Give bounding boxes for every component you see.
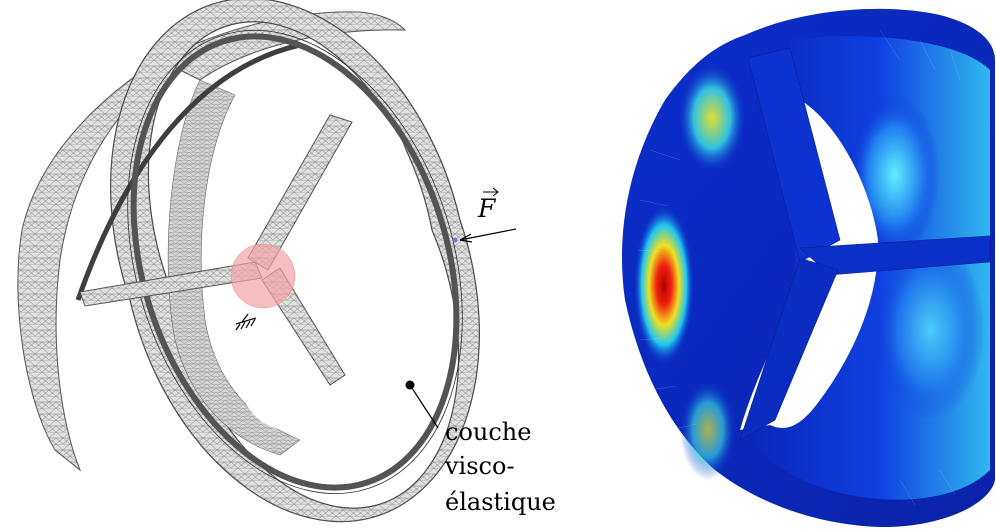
hotspot-upper [678, 63, 746, 173]
vibration-mode-plot [621, 8, 995, 528]
force-point-marker [452, 237, 458, 243]
visco-elastic-layer-band [130, 33, 460, 491]
meshed-wheel-model [17, 0, 517, 523]
cylinder-top-band [158, 11, 407, 81]
layer-label-line-2: visco- [444, 452, 515, 480]
layer-label: couche visco- élastique [444, 418, 556, 516]
force-label: F [477, 187, 499, 223]
glow-region-lower [875, 240, 985, 420]
inner-wall [167, 79, 301, 456]
layer-label-line-1: couche [445, 418, 531, 446]
layer-callout-leader [409, 384, 439, 429]
force-label-text: F [477, 194, 497, 223]
cylinder-outer-shell [17, 39, 211, 472]
layer-label-line-3: élastique [445, 488, 556, 516]
mode-spoke-upper [747, 47, 841, 263]
hotspot-lower [680, 380, 736, 480]
ground-clamp-icon [235, 313, 257, 331]
hotspot-max [634, 205, 694, 365]
vector-arrow-icon [483, 187, 499, 197]
force-arrow [459, 228, 517, 243]
hub-highlight-disc [230, 243, 296, 309]
mesh-streaks [637, 29, 961, 506]
wheel-opening [229, 66, 419, 431]
mode-spoke-lower [739, 257, 839, 441]
stiffener-groove-back [75, 42, 301, 301]
